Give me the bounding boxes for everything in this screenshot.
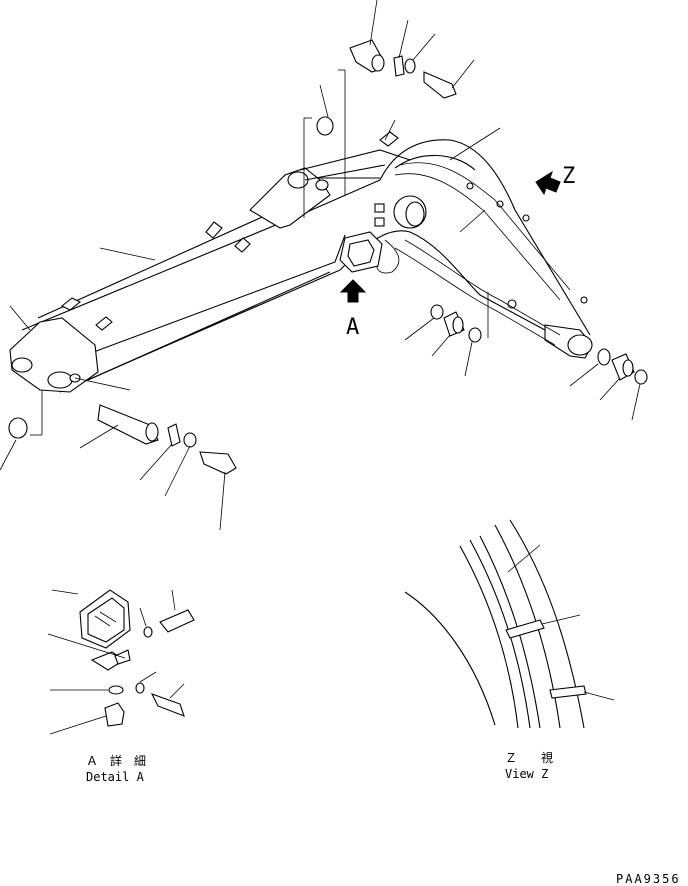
foot-pin-parts-left [0, 390, 237, 531]
drawing-number: PAA9356 [616, 872, 681, 886]
pipe-clamp-4 [234, 237, 251, 253]
top-pin-group [303, 0, 475, 218]
view-z-caption-jp: Ｚ 視 [505, 750, 553, 765]
washer-2 [597, 348, 611, 366]
pipe-clamp-5 [379, 131, 399, 147]
boom-foot-bracket [9, 317, 99, 393]
washer-detail [143, 626, 153, 638]
view-z-drawing [404, 519, 615, 729]
arm-pin-boss [567, 334, 593, 356]
pipe-clamp-3 [205, 221, 223, 239]
pipe-clamp-1 [60, 297, 82, 311]
washer [404, 58, 416, 74]
foot-pin [97, 404, 159, 445]
view-z-caption-en: View Z [505, 767, 548, 781]
bolt-detail [159, 609, 195, 633]
shim [468, 327, 482, 343]
nut-detail [104, 702, 125, 727]
washer-left-2 [183, 432, 197, 448]
arm-pin-parts-right [404, 292, 648, 421]
view-marker-a: A [346, 315, 359, 340]
lock-plate [393, 55, 405, 77]
hose-clamp-1 [505, 619, 545, 639]
shim-2 [634, 369, 648, 385]
hose-clamp-2 [549, 685, 587, 699]
washer-detail-3 [135, 682, 145, 694]
arrow-z [535, 170, 561, 196]
washer [430, 304, 444, 320]
washer-left [8, 417, 28, 439]
lock-plate-left [167, 423, 181, 447]
detail-a-caption-jp: Ａ 詳 細 [86, 753, 146, 768]
view-marker-z: Z [562, 164, 575, 189]
work-lamp [339, 231, 383, 273]
boom-assembly [9, 131, 593, 393]
bolt [423, 71, 457, 99]
detail-a-drawing [47, 589, 195, 735]
bolt-left [199, 451, 237, 475]
detail-a-caption-en: Detail A [86, 770, 145, 784]
bolt-detail-2 [150, 693, 185, 717]
washer-upper [316, 116, 334, 136]
washer-detail-2 [108, 685, 124, 695]
arrow-a [339, 279, 367, 303]
pipe-clamp-2 [95, 316, 113, 331]
